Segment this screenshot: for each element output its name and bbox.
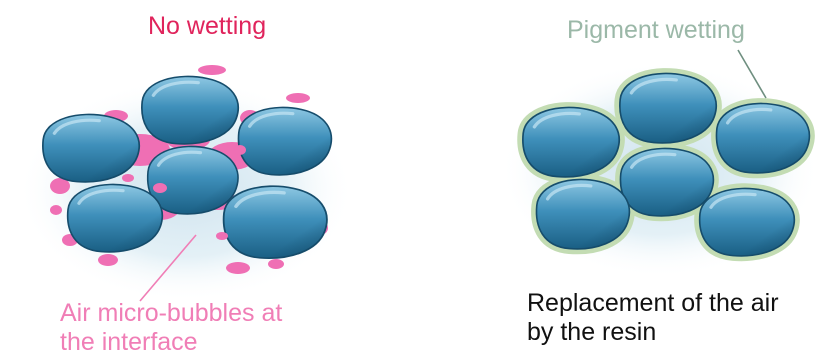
right-cluster [500,50,820,278]
particle [43,114,139,181]
particle [142,76,238,143]
caption-line: Air micro-bubbles at [60,299,282,328]
particle [523,107,619,176]
resin-replacement-caption: Replacement of the air by the resin [527,289,779,347]
particle [620,148,713,215]
air-bubbles-caption: Air micro-bubbles at the interface [60,299,282,357]
left-cluster [18,65,354,302]
caption-line: by the resin [527,318,779,347]
particle [620,73,716,142]
no-wetting-title: No wetting [148,12,266,41]
particle [148,146,238,213]
particle [238,107,331,174]
caption-line: Replacement of the air [527,289,779,318]
particle [68,184,163,251]
particle [536,179,629,248]
particle [700,188,795,255]
particle [716,103,809,172]
particle [224,186,327,258]
pigment-wetting-title: Pigment wetting [567,16,745,45]
caption-line: the interface [60,328,282,357]
